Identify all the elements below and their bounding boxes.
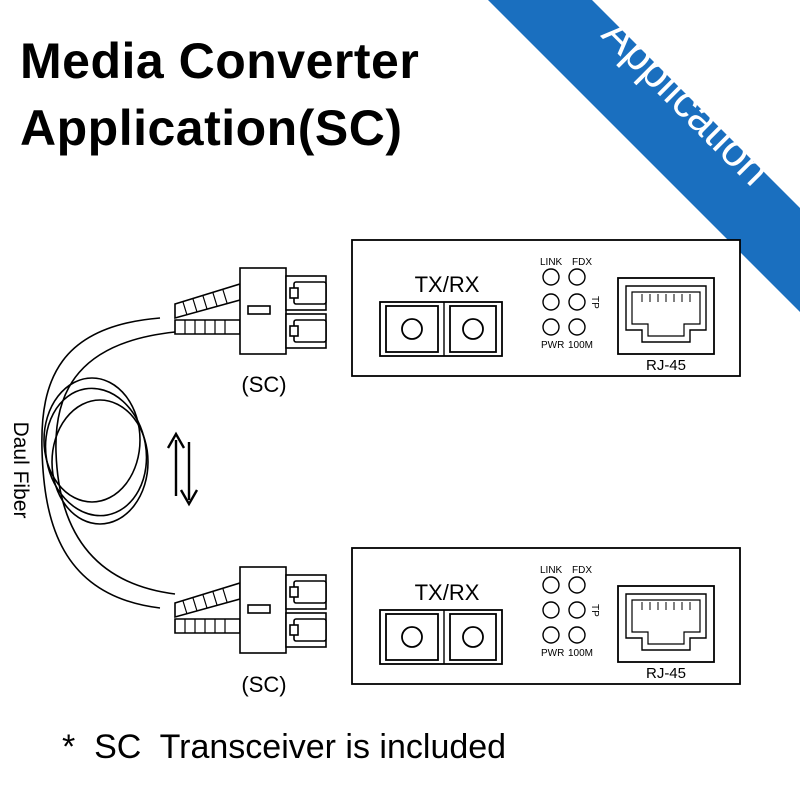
led-fdx [568, 268, 586, 286]
rj45-port [625, 285, 707, 343]
led-link [542, 576, 560, 594]
led-label-link: LINK [540, 565, 563, 576]
rj45-port [625, 593, 707, 651]
led-fdx [568, 576, 586, 594]
rj45-pins [641, 602, 691, 610]
led-100m [568, 318, 586, 336]
led-label-pwr: PWR [541, 648, 564, 659]
media-converter-top: TX/RX LINK FDX PWR 100M TP [351, 239, 741, 377]
tx-port [385, 613, 439, 661]
led-label-100m: 100M [568, 648, 593, 659]
footnote: * SC Transceiver is included [62, 728, 507, 766]
rj45-pins [641, 294, 691, 302]
media-converter-bottom: TX/RX LINK FDX PWR 100M TP [351, 547, 741, 685]
led-pwr [542, 626, 560, 644]
txrx-label: TX/RX [415, 580, 480, 605]
led-label-tp: TP [589, 604, 600, 617]
led-tp [568, 601, 586, 619]
sc-latch [247, 604, 271, 614]
rj45-frame [617, 277, 715, 355]
led-label-pwr: PWR [541, 340, 564, 351]
led-label-fdx: FDX [572, 257, 592, 268]
title-line-2: Application(SC) [20, 100, 403, 156]
led-pwr [542, 318, 560, 336]
fiber-boot [174, 581, 241, 619]
rj45-label: RJ-45 [646, 665, 686, 682]
led-label-tp: TP [589, 296, 600, 309]
led-label-100m: 100M [568, 340, 593, 351]
rj45-label: RJ-45 [646, 357, 686, 374]
led-label-link: LINK [540, 257, 563, 268]
banner-ribbon [488, 0, 800, 312]
tx-port [385, 305, 439, 353]
fiber-cable [41, 317, 176, 609]
led-tp [568, 293, 586, 311]
bidirectional-arrows-icon [166, 431, 199, 507]
rj45-frame [617, 585, 715, 663]
led-fiber [542, 293, 560, 311]
led-fiber [542, 601, 560, 619]
fiber-boot [174, 282, 241, 320]
rx-port [449, 305, 497, 353]
sc-label-top: (SC) [241, 372, 286, 397]
title-line-1: Media Converter [20, 33, 420, 89]
sc-label-bottom: (SC) [241, 672, 286, 697]
sc-connector-bottom [174, 566, 327, 654]
sc-port-frame [379, 301, 503, 357]
led-100m [568, 626, 586, 644]
txrx-label: TX/RX [415, 272, 480, 297]
rx-port [449, 613, 497, 661]
led-link [542, 268, 560, 286]
dual-fiber-label: Daul Fiber [9, 422, 32, 519]
sc-latch [247, 305, 271, 315]
sc-port-frame [379, 609, 503, 665]
sc-connector-top [174, 267, 327, 355]
led-label-fdx: FDX [572, 565, 592, 576]
